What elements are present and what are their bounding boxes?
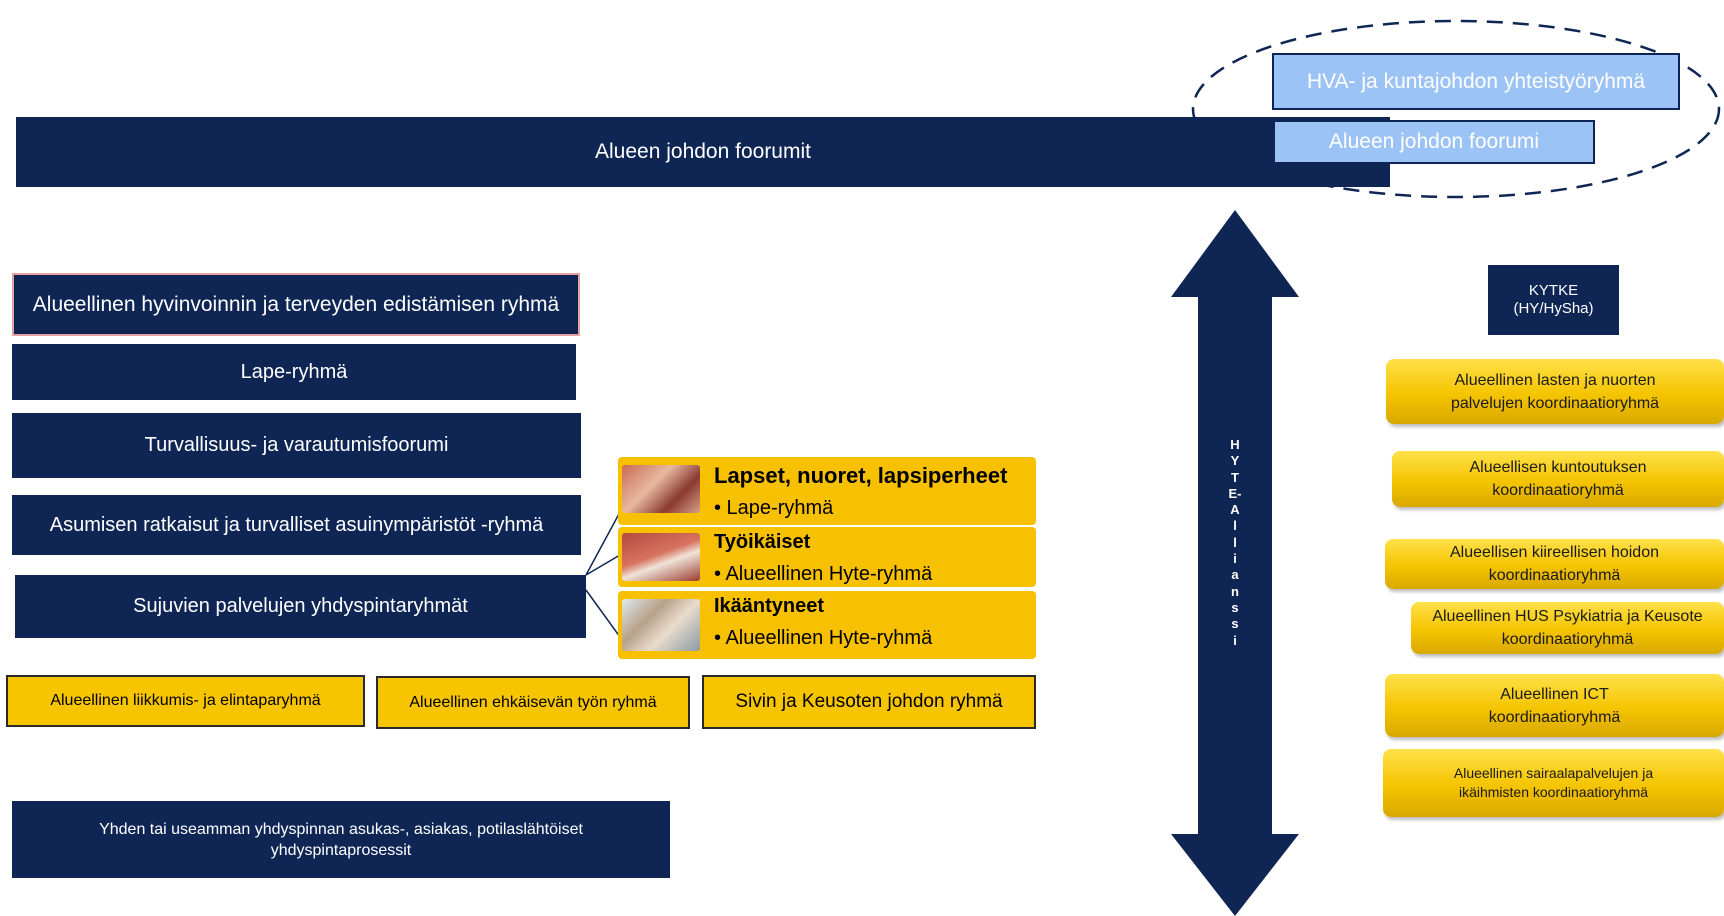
leadership-forums-label: Alueen johdon foorumit (595, 140, 811, 163)
interface-groups: Sujuvien palvelujen yhdyspintaryhmät (15, 575, 586, 638)
category-item: • Lape-ryhmä (714, 497, 834, 519)
preventive-work-label: Alueellinen ehkäisevän työn ryhmä (409, 694, 657, 711)
coordination-group-label: Alueellinen ICT koordinaatioryhmä (1488, 685, 1621, 726)
arrow-letter: i (1233, 632, 1237, 648)
hva-cooperation-group: HVA- ja kuntajohdon yhteistyöryhmä (1272, 53, 1680, 110)
arrow-letter: s (1231, 599, 1239, 615)
arrow-letter: n (1231, 583, 1239, 599)
arrow-letter: a (1231, 567, 1239, 583)
arrow-letter: i (1233, 551, 1237, 567)
arrow-letter: T (1231, 469, 1239, 485)
connector-lines (585, 511, 621, 638)
double-arrow-icon (1171, 210, 1299, 916)
safety-forum-label: Turvallisuus- ja varautumisfoorumi (144, 434, 449, 456)
kytke-box: KYTKE (HY/HySha) (1488, 265, 1619, 335)
category-item: • Alueellinen Hyte-ryhmä (714, 627, 933, 649)
hyte-alliance-vertical-label: H Y T E- A l l i a n s s i (1215, 437, 1255, 649)
preventive-work-group: Alueellinen ehkäisevän työn ryhmä (376, 676, 690, 729)
hyte-group: Alueellinen hyvinvoinnin ja terveyden ed… (12, 273, 580, 336)
runners-photo-icon (622, 533, 700, 581)
housing-group-label: Asumisen ratkaisut ja turvalliset asuiny… (49, 513, 544, 536)
arrow-letter: l (1233, 534, 1237, 550)
category-children-families: Lapset, nuoret, lapsiperheet • Lape-ryhm… (618, 457, 1036, 525)
sivin-keusote-group: Sivin ja Keusoten johdon ryhmä (702, 675, 1036, 729)
kytke-subtitle: (HY/HySha) (1513, 300, 1594, 317)
interface-processes: Yhden tai useamman yhdyspinnan asukas-, … (12, 801, 670, 878)
movement-lifestyle-group: Alueellinen liikkumis- ja elintaparyhmä (6, 675, 365, 727)
category-title: Lapset, nuoret, lapsiperheet (714, 463, 1008, 488)
children-photo-icon (622, 465, 700, 513)
arrow-letter: E- (1228, 485, 1242, 501)
leadership-forum-box: Alueen johdon foorumi (1273, 120, 1595, 164)
leadership-forums-bar: Alueen johdon foorumit (16, 117, 1390, 187)
coordination-group-psychiatry: Alueellinen HUS Psykiatria ja Keusote ko… (1411, 602, 1724, 654)
coordination-group-ict: Alueellinen ICT koordinaatioryhmä (1385, 674, 1724, 737)
movement-lifestyle-label: Alueellinen liikkumis- ja elintaparyhmä (50, 692, 321, 709)
coordination-group-label: Alueellinen sairaalapalvelujen ja ikäihm… (1453, 765, 1654, 800)
coordination-group-label: Alueellisen kiireellisen hoidon koordina… (1449, 544, 1659, 584)
coordination-group-rehabilitation: Alueellisen kuntoutuksen koordinaatioryh… (1392, 451, 1724, 507)
coordination-group-label: Alueellinen lasten ja nuorten palvelujen… (1450, 371, 1660, 412)
arrow-letter: H (1230, 437, 1240, 452)
category-title: Ikääntyneet (714, 595, 825, 617)
interface-groups-label: Sujuvien palvelujen yhdyspintaryhmät (133, 595, 468, 617)
dashed-ellipse (1191, 19, 1721, 199)
kytke-title: KYTKE (1528, 282, 1579, 299)
arrow-letter: l (1233, 518, 1237, 534)
coordination-group-urgent-care: Alueellisen kiireellisen hoidon koordina… (1385, 539, 1724, 589)
leadership-forum-label: Alueen johdon foorumi (1328, 130, 1540, 153)
elderly-photo-icon (622, 599, 700, 651)
coordination-group-hospital-elderly: Alueellinen sairaalapalvelujen ja ikäihm… (1383, 749, 1724, 817)
coordination-group-children: Alueellinen lasten ja nuorten palvelujen… (1386, 359, 1724, 424)
category-item: • Alueellinen Hyte-ryhmä (714, 563, 933, 585)
housing-group: Asumisen ratkaisut ja turvalliset asuiny… (12, 495, 581, 555)
category-title: Työikäiset (714, 531, 811, 553)
hyte-group-label: Alueellinen hyvinvoinnin ja terveyden ed… (32, 292, 560, 316)
coordination-group-label: Alueellinen HUS Psykiatria ja Keusote ko… (1432, 608, 1703, 648)
sivin-keusote-label: Sivin ja Keusoten johdon ryhmä (735, 691, 1003, 712)
category-working-age: Työikäiset • Alueellinen Hyte-ryhmä (618, 527, 1036, 587)
safety-forum: Turvallisuus- ja varautumisfoorumi (12, 413, 581, 478)
hva-cooperation-label: HVA- ja kuntajohdon yhteistyöryhmä (1306, 70, 1646, 93)
lape-group-label: Lape-ryhmä (240, 360, 348, 383)
arrow-letter: A (1230, 502, 1240, 518)
lape-group: Lape-ryhmä (12, 344, 576, 400)
arrow-letter: Y (1230, 453, 1240, 469)
coordination-group-label: Alueellisen kuntoutuksen koordinaatioryh… (1469, 459, 1647, 499)
arrow-letter: s (1231, 616, 1239, 632)
category-elderly: Ikääntyneet • Alueellinen Hyte-ryhmä (618, 591, 1036, 659)
interface-processes-label: Yhden tai useamman yhdyspinnan asukas-, … (99, 820, 583, 859)
